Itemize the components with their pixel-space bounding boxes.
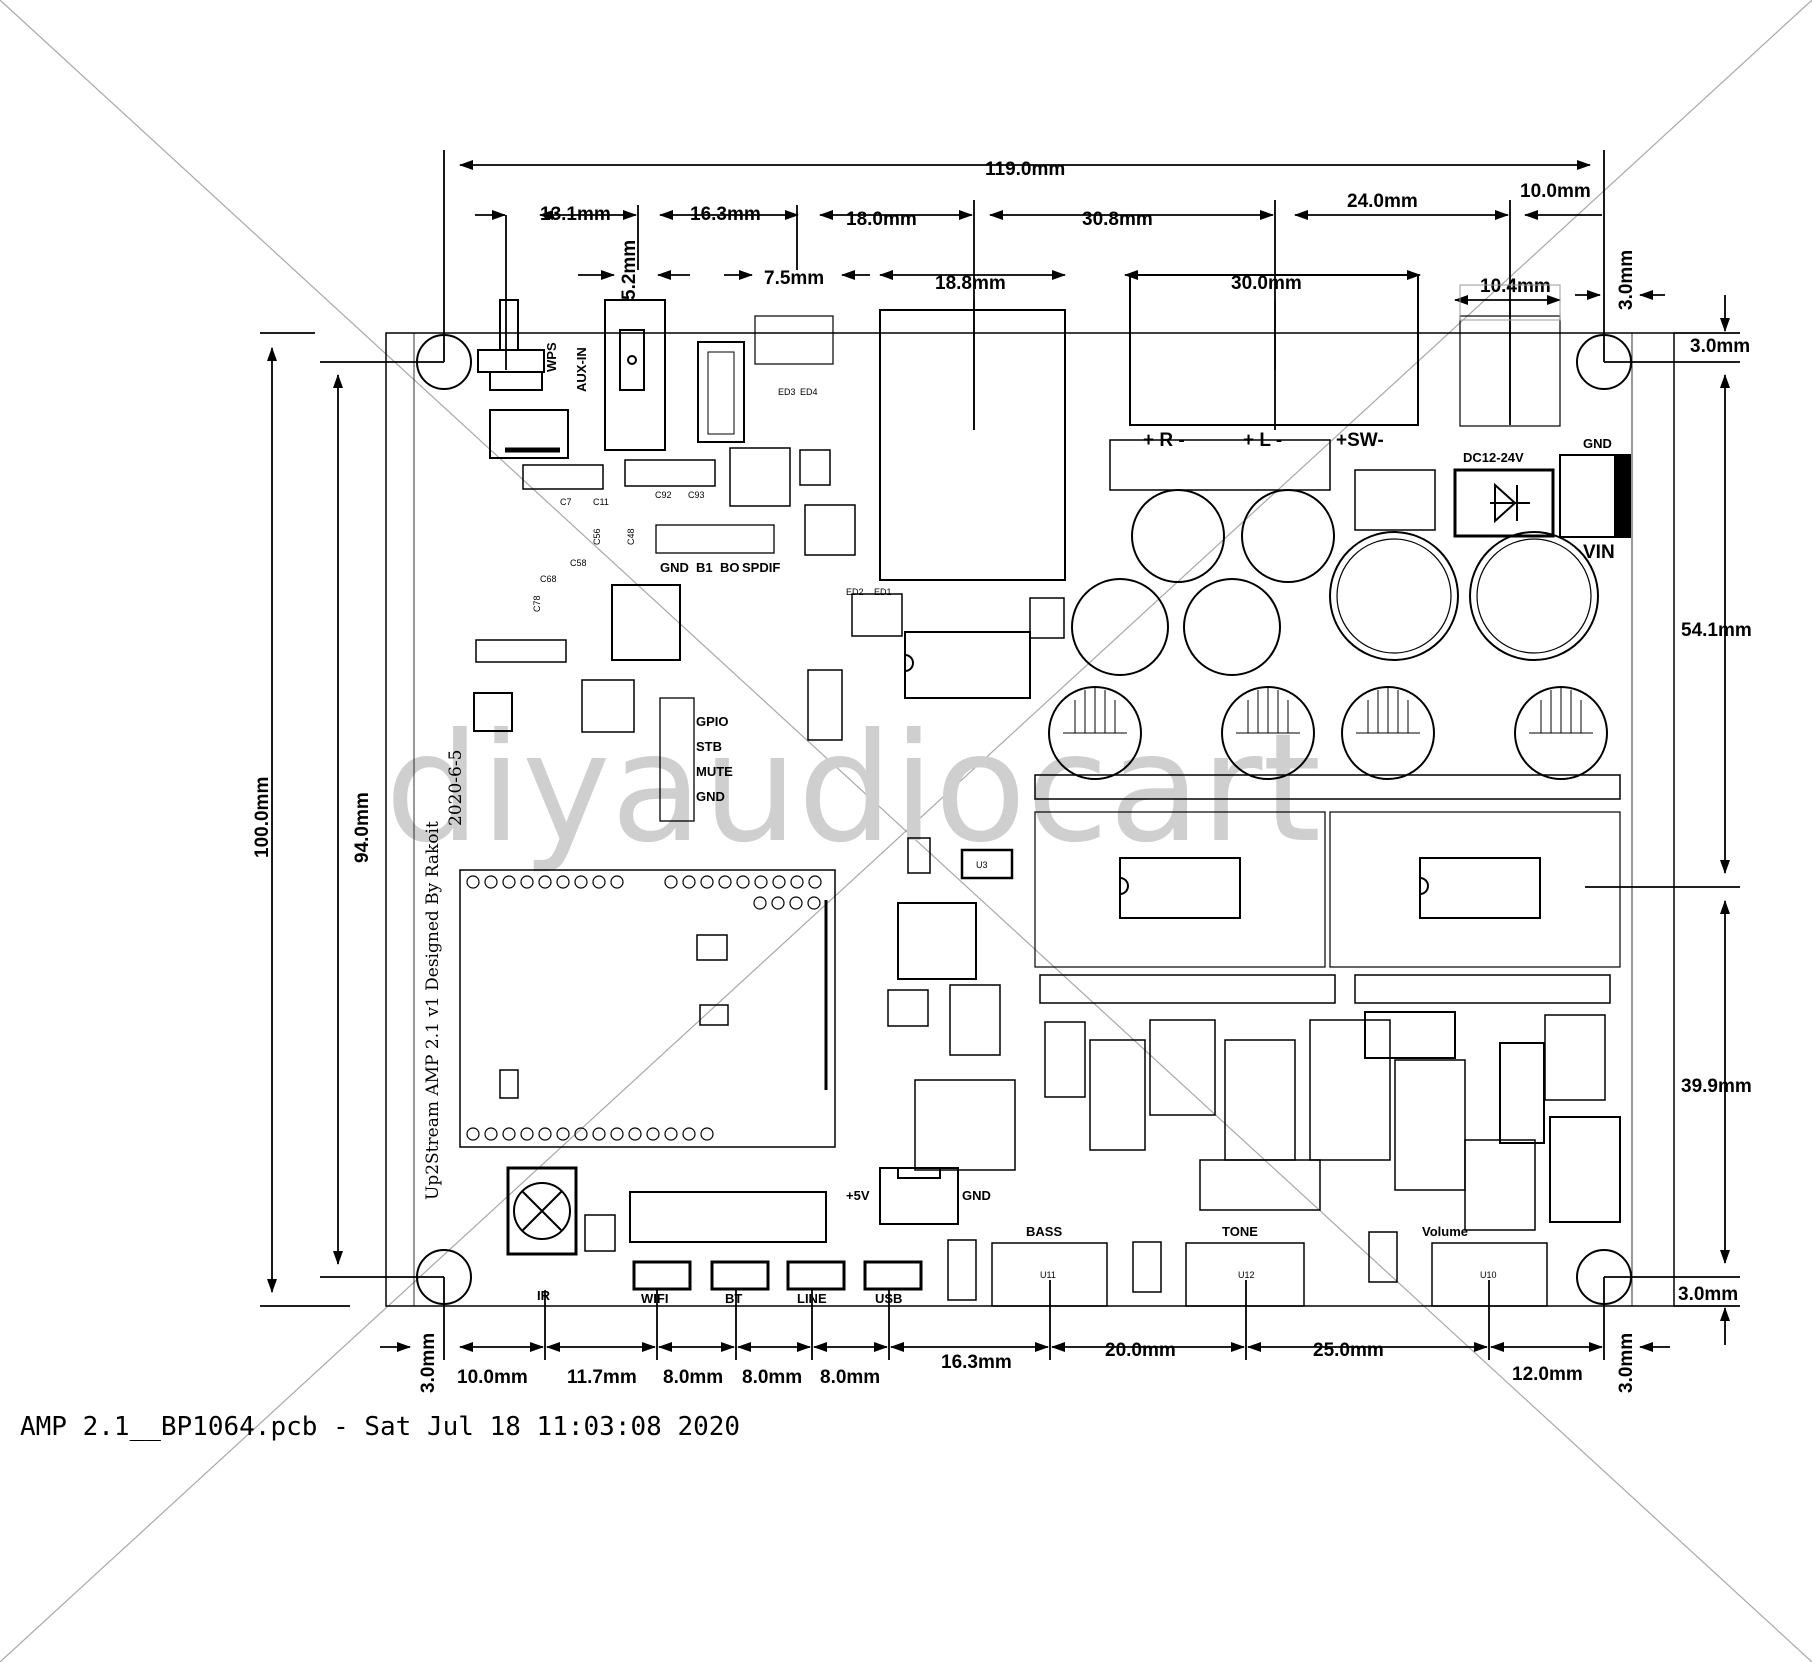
dim-bottom-12-0: 12.0mm	[1512, 1364, 1583, 1385]
dim-bottom-8-0-b: 8.0mm	[742, 1367, 802, 1388]
dim-right-3-0-top: 3.0mm	[1690, 336, 1750, 357]
label-5v: +5V	[846, 1188, 870, 1203]
board-labels: WPS AUX-IN GND B1 BO SPDIF GPIO STB MUTE…	[423, 342, 1615, 1306]
dim-39-9: 39.9mm	[1681, 1076, 1752, 1097]
label-u3: U3	[976, 860, 988, 870]
right-dimension-lines	[1585, 295, 1740, 1345]
label-ed2: ED2	[846, 587, 864, 597]
label-b1: B1	[696, 560, 713, 575]
dim-54-1: 54.1mm	[1681, 620, 1752, 641]
dim-bottom-25-0: 25.0mm	[1313, 1340, 1384, 1361]
smd-pads	[475, 439, 1621, 1301]
label-u10: U10	[1480, 1270, 1497, 1280]
label-5v-gnd: GND	[962, 1188, 991, 1203]
label-wifi: WIFI	[641, 1291, 668, 1306]
label-bass: BASS	[1026, 1224, 1062, 1239]
dim-bottom-11-7: 11.7mm	[567, 1367, 637, 1388]
bottom-dimension-lines	[380, 1277, 1670, 1360]
watermark-text: diyaudiocart	[385, 702, 1321, 876]
label-c48: C48	[626, 528, 636, 545]
label-dc12-24v: DC12-24V	[1463, 450, 1524, 465]
dim-bottom-3-0-left: 3.0mm	[418, 1333, 439, 1393]
dim-bottom-10-0: 10.0mm	[457, 1367, 528, 1388]
dim-30-0: 30.0mm	[1231, 273, 1302, 294]
label-gpio: GPIO	[696, 714, 729, 729]
footer-filename: AMP 2.1__BP1064.pcb - Sat Jul 18 11:03:0…	[20, 1412, 740, 1442]
dim-18-8: 18.8mm	[935, 273, 1006, 294]
label-c7: C7	[560, 497, 572, 507]
label-u12: U12	[1238, 1270, 1255, 1280]
label-tone: TONE	[1222, 1224, 1258, 1239]
label-wps: WPS	[544, 342, 559, 372]
label-stb: STB	[696, 739, 722, 754]
label-gpio-gnd: GND	[696, 789, 725, 804]
dim-overall-height: 100.0mm	[252, 777, 273, 858]
label-aux-in: AUX-IN	[574, 347, 589, 392]
dim-24-0: 24.0mm	[1347, 191, 1418, 212]
label-out-sw: +SW-	[1336, 430, 1384, 451]
bottom-dimension-labels: 3.0mm 10.0mm 11.7mm 8.0mm 8.0mm 8.0mm 16…	[418, 1333, 1637, 1393]
label-ed3: ED3	[778, 387, 796, 397]
board-date-line: 2020-6-5	[446, 750, 466, 826]
dim-5-2: 5.2mm	[619, 240, 640, 300]
label-usb: USB	[875, 1291, 902, 1306]
dim-bottom-8-0-c: 8.0mm	[820, 1367, 880, 1388]
dim-18-0: 18.0mm	[846, 209, 917, 230]
dim-3-0-top: 3.0mm	[1616, 250, 1637, 310]
dim-10-0: 10.0mm	[1520, 181, 1591, 202]
label-c68: C68	[540, 574, 557, 584]
label-mute: MUTE	[696, 764, 733, 779]
dim-bottom-20-0: 20.0mm	[1105, 1340, 1176, 1361]
label-out-r: + R -	[1143, 430, 1185, 451]
left-dimension-lines	[260, 332, 444, 1307]
label-ed1: ED1	[874, 587, 892, 597]
dim-bottom-3-0-right: 3.0mm	[1616, 1333, 1637, 1393]
label-c11: C11	[593, 497, 609, 507]
label-c58: C58	[570, 558, 587, 568]
label-out-l: + L -	[1243, 430, 1282, 451]
components	[459, 274, 1631, 1307]
label-c56: C56	[592, 528, 602, 545]
dim-7-5: 7.5mm	[764, 268, 824, 289]
label-header-gnd: GND	[660, 560, 689, 575]
dim-10-4: 10.4mm	[1480, 276, 1551, 297]
label-c92: C92	[655, 490, 672, 500]
dim-overall-width: 119.0mm	[985, 159, 1065, 180]
board-designer-line: Up2Stream AMP 2.1 v1 Designed By Rakoit	[423, 821, 443, 1200]
dim-13-1: 13.1mm	[540, 204, 611, 225]
dim-30-8: 30.8mm	[1082, 209, 1153, 230]
label-vin-gnd: GND	[1583, 436, 1612, 451]
label-vin: VIN	[1583, 542, 1615, 563]
label-ed4: ED4	[800, 387, 818, 397]
label-line: LINE	[797, 1291, 827, 1306]
inductor-hatching	[1063, 687, 1593, 734]
label-c78: C78	[532, 595, 542, 612]
label-spdif: SPDIF	[742, 560, 780, 575]
label-volume: Volume	[1422, 1224, 1468, 1239]
dim-16-3: 16.3mm	[690, 204, 761, 225]
label-c93: C93	[688, 490, 705, 500]
dim-bottom-8-0-a: 8.0mm	[663, 1367, 723, 1388]
label-bt: BT	[725, 1291, 742, 1306]
dim-right-3-0-bottom: 3.0mm	[1678, 1284, 1738, 1305]
top-dimension-labels: 119.0mm 13.1mm 16.3mm 18.0mm 30.8mm 24.0…	[540, 159, 1637, 310]
dim-94-0: 94.0mm	[352, 792, 373, 863]
dim-bottom-16-3: 16.3mm	[941, 1352, 1012, 1373]
label-u11: U11	[1040, 1270, 1056, 1280]
label-ir: IR	[537, 1288, 551, 1303]
label-b0: BO	[720, 560, 740, 575]
